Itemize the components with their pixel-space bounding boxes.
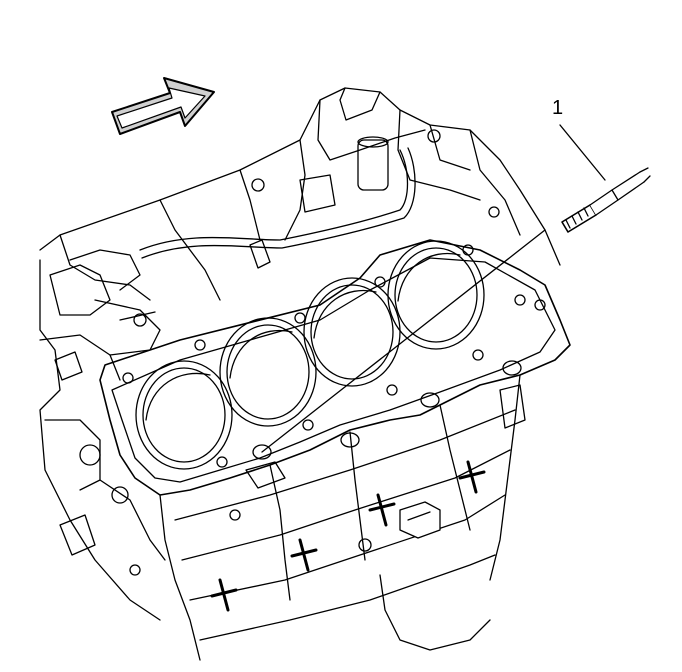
cylinder-bore-4 xyxy=(388,241,484,349)
engine-upper-housing xyxy=(40,88,560,305)
engine-left-side xyxy=(40,250,165,620)
cylinder-deck-gasket xyxy=(100,240,570,495)
engine-lower-block xyxy=(130,375,525,660)
cylinder-bore-2 xyxy=(220,318,316,426)
callout-number-1: 1 xyxy=(552,97,564,119)
direction-arrow-icon xyxy=(112,78,214,134)
alignment-stud-tool xyxy=(562,168,650,232)
deck-bolt-holes xyxy=(123,245,545,488)
callout-leader-line xyxy=(262,125,605,452)
cylinder-bore-1 xyxy=(136,361,232,469)
cylinder-bore-3 xyxy=(304,278,400,386)
